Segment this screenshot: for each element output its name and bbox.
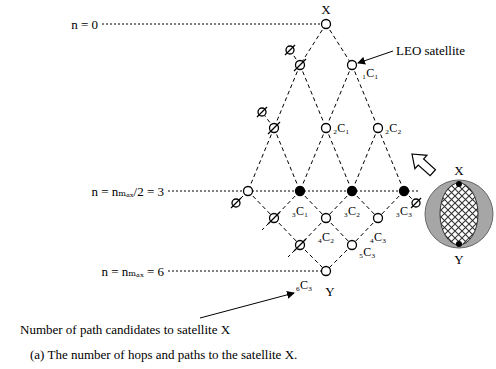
path-count: ₄C₃ — [370, 230, 386, 244]
callout-text: LEO satellite — [396, 43, 465, 58]
leader-arrow — [358, 51, 393, 63]
earth-inset — [425, 180, 493, 248]
satellite-name: X — [321, 2, 330, 17]
path-count: ₅C₃ — [359, 245, 375, 259]
callout-text: Number of path candidates to satellite X — [20, 322, 230, 337]
block-arrow — [406, 147, 439, 179]
level-label: n = nₘₐₓ/2 = 3 — [91, 184, 164, 199]
path-count: ₂C₁ — [333, 121, 349, 135]
path-count: ₄C₂ — [318, 230, 334, 244]
satellite-name: Y — [454, 252, 463, 267]
leo-satellite — [231, 20, 421, 276]
path-count: ₁C₁ — [362, 66, 378, 80]
isl-link — [236, 24, 416, 271]
path-count: ₆C₃ — [296, 278, 312, 292]
leader-arrow — [200, 293, 294, 318]
path-count: ₂C₂ — [385, 121, 401, 135]
level-label: n = nₘₐₓ = 6 — [102, 264, 164, 279]
path-count: ₃C₂ — [344, 204, 360, 218]
level-line — [102, 24, 420, 271]
path-count: ₃C₁ — [292, 204, 308, 218]
satellite-name: Y — [325, 284, 334, 299]
level-label: n = 0 — [71, 17, 98, 32]
path-count: ₃C₃ — [396, 204, 412, 218]
satellite-name: X — [454, 163, 463, 178]
figure-caption: (a) The number of hops and paths to the … — [30, 347, 297, 362]
